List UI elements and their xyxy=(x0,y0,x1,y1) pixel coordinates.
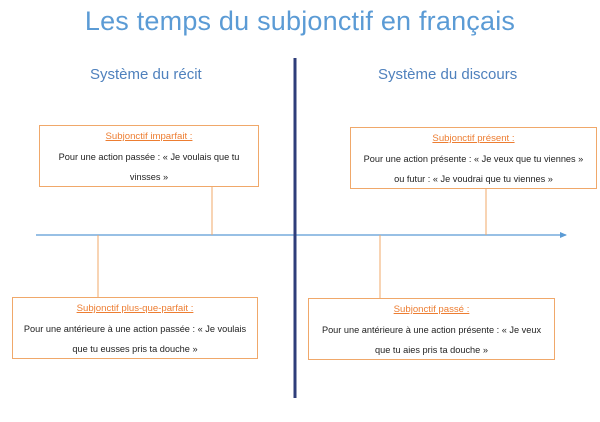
box-heading: Subjonctif passé : xyxy=(393,304,470,315)
section-label-recit: Système du récit xyxy=(90,66,202,83)
box-subjonctif-present: Subjonctif présent : Pour une action pré… xyxy=(350,127,597,189)
box-text: Pour une action présente : « Je veux que… xyxy=(363,154,584,184)
box-text: Pour une action passée : « Je voulais qu… xyxy=(58,152,240,182)
box-subjonctif-imparfait: Subjonctif imparfait : Pour une action p… xyxy=(39,125,259,187)
box-subjonctif-passe: Subjonctif passé : Pour une antérieure à… xyxy=(308,298,555,360)
box-heading: Subjonctif imparfait : xyxy=(105,131,193,142)
box-heading: Subjonctif plus-que-parfait : xyxy=(76,303,194,314)
box-text: Pour une antérieure à une action passée … xyxy=(23,324,247,354)
diagram-title: Les temps du subjonctif en français xyxy=(84,6,516,36)
box-subjonctif-plus-que-parfait: Subjonctif plus-que-parfait : Pour une a… xyxy=(12,297,258,359)
box-heading: Subjonctif présent : xyxy=(432,133,515,144)
box-text: Pour une antérieure à une action présent… xyxy=(321,325,542,355)
section-label-discours: Système du discours xyxy=(378,66,518,83)
